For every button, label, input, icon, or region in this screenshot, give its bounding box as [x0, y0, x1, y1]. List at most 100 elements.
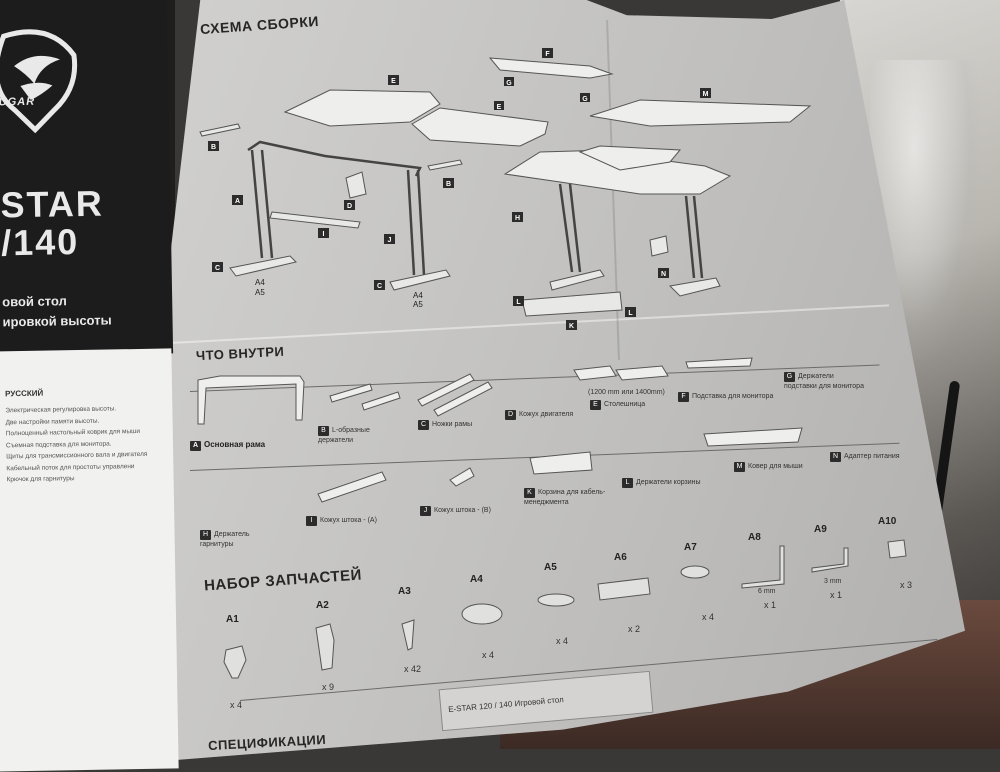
- marker-box: [344, 200, 355, 210]
- screw-a3: [401, 619, 415, 651]
- marker-letter: I: [323, 231, 325, 238]
- part-qty-a6: x 2: [628, 624, 641, 634]
- frame-leg: [416, 169, 426, 276]
- content-label: Держатели подставки для монитора: [784, 373, 864, 390]
- monitor-stand: [488, 57, 614, 79]
- frame-leg: [250, 149, 264, 259]
- marker-box: [580, 93, 590, 102]
- marker-box: [374, 280, 385, 290]
- marker-box: [658, 268, 669, 278]
- frame-beam: [247, 140, 422, 177]
- desktop-panel: [283, 89, 441, 127]
- part-code-a2: A2: [316, 600, 329, 611]
- marker-letter: L: [516, 299, 521, 306]
- brand-cover: UGAR STAR /140 овой стол ировкой высоты: [0, 0, 174, 357]
- marker-letter: G: [582, 96, 588, 103]
- part-ref: A4: [255, 278, 265, 287]
- hex-key-a8: [741, 545, 785, 589]
- clip-a10: [887, 539, 907, 559]
- part-code-a4: A4: [470, 574, 483, 585]
- assembled-monitor-stand: [578, 145, 682, 171]
- monitor-stand-drawing: [685, 357, 753, 369]
- content-label: Держатель гарнитуры: [200, 531, 250, 548]
- part-qty-a3: x 42: [404, 664, 422, 674]
- part-qty-a8: x 1: [764, 600, 777, 610]
- part-code-a6: A6: [614, 552, 627, 563]
- marker-letter: G: [506, 80, 512, 87]
- desk-leg: [692, 195, 704, 279]
- marker-letter: D: [347, 203, 352, 210]
- frame-leg: [260, 149, 274, 259]
- part-ref: A5: [255, 288, 265, 297]
- desk-leg: [568, 183, 582, 273]
- cougar-logo: [0, 29, 78, 134]
- part-ref: A5: [413, 300, 423, 309]
- main-frame-drawing: [197, 375, 305, 425]
- part-code-a8: A8: [748, 532, 761, 543]
- content-label: Держатели корзины: [636, 479, 701, 486]
- cable-basket-drawing: [529, 451, 593, 475]
- desktop-drawing: [573, 365, 617, 381]
- content-label: Подставка для монитора: [692, 393, 774, 400]
- part-qty-a1: x 4: [230, 700, 243, 710]
- desk-leg: [684, 195, 696, 279]
- marker-box: [443, 178, 454, 188]
- desktop-drawing: [615, 365, 669, 381]
- content-label: Адаптер питания: [844, 453, 900, 460]
- foot-pad-a4: [461, 603, 503, 625]
- l-bracket: [427, 159, 463, 171]
- part-qty-a4: x 4: [482, 650, 495, 660]
- foot: [549, 269, 605, 291]
- part-code-a9: A9: [814, 524, 827, 535]
- assembly-diagram: E F G G E M B A D B H I J C C N L K L A4…: [197, 48, 907, 679]
- plate-a6: [597, 577, 651, 601]
- content-label: Столешница: [604, 401, 646, 408]
- marker-box: [494, 101, 504, 110]
- marker-letter: H: [515, 215, 520, 222]
- marker-letter: C: [215, 265, 220, 272]
- part-qty-a10: x 3: [900, 580, 913, 590]
- cable-basket: [521, 291, 623, 317]
- part-qty-a7: x 4: [702, 612, 715, 622]
- marker-letter: L: [628, 310, 633, 317]
- rod-cover-b-drawing: [449, 467, 475, 487]
- l-bracket: [199, 123, 241, 137]
- rod-cover: [269, 211, 361, 229]
- marker-letter: J: [388, 237, 392, 244]
- frame-leg: [406, 169, 416, 276]
- marker-box: [388, 75, 399, 85]
- part-qty-a5: x 4: [556, 636, 569, 646]
- marker-box: [232, 195, 243, 205]
- marker-letter: M: [703, 91, 709, 98]
- desk-leg: [558, 183, 574, 273]
- content-label: Кожух штока - (B): [434, 507, 491, 514]
- foot: [229, 255, 297, 277]
- marker-box: [212, 262, 223, 272]
- content-label: Корзина для кабель-менеджмента: [524, 489, 606, 506]
- marker-letter: C: [377, 283, 382, 290]
- marker-box: [566, 320, 577, 330]
- part-code-a3: A3: [398, 586, 411, 597]
- part-code-a5: A5: [544, 562, 557, 573]
- mouse-pad: [589, 99, 812, 127]
- content-label: Ковер для мыши: [748, 463, 803, 470]
- marker-box: [504, 77, 514, 86]
- hex-key-a9: [811, 547, 849, 573]
- part-ref: A4: [413, 291, 423, 300]
- foot: [668, 277, 721, 297]
- marker-box: [512, 212, 523, 222]
- l-bracket-drawing: [329, 383, 373, 403]
- foot: [389, 269, 451, 291]
- marker-letter: A: [235, 198, 240, 205]
- rod-cover-a-drawing: [317, 471, 387, 503]
